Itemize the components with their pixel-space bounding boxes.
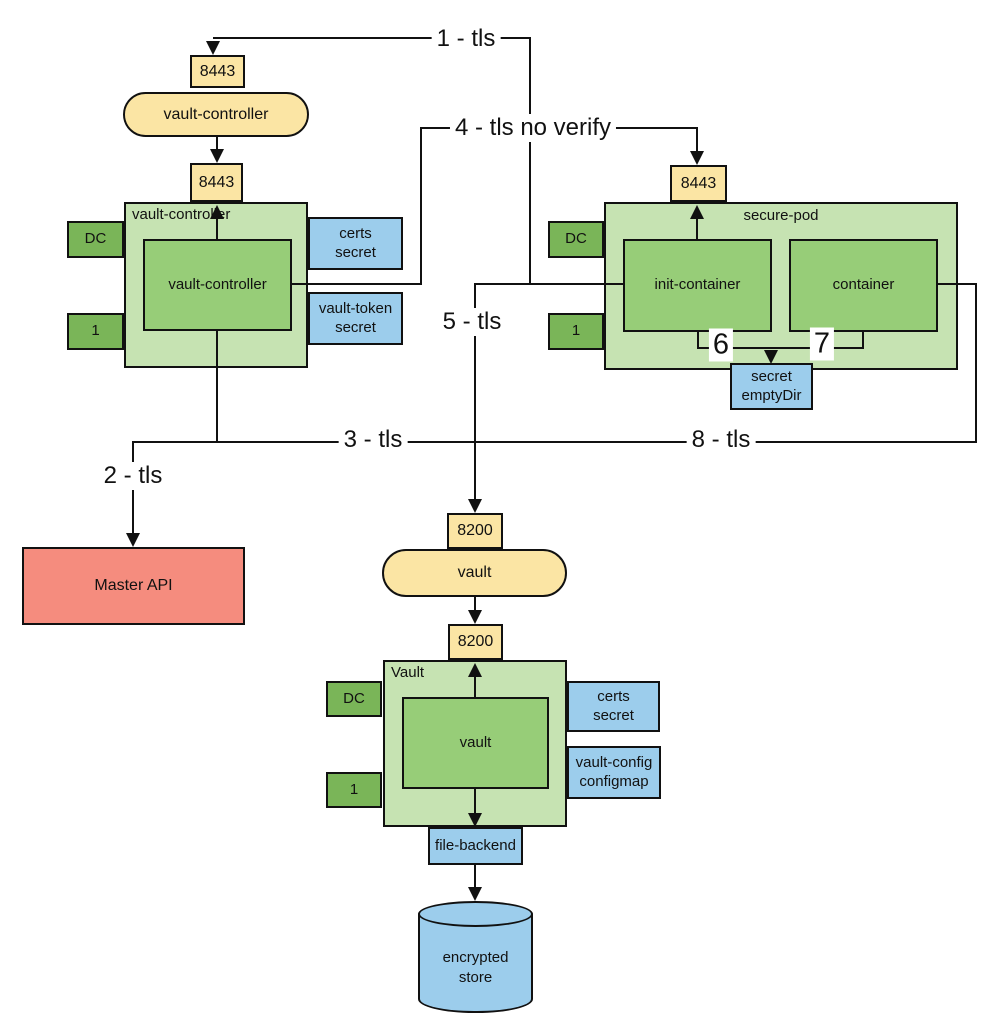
master-api: Master API bbox=[22, 547, 245, 625]
edge-1-arrowhead-icon bbox=[206, 41, 220, 55]
secure-pod-up-arrowhead-icon bbox=[690, 205, 704, 219]
edge-8-vertical-line bbox=[975, 283, 977, 443]
vc-pill-to-port-line bbox=[216, 137, 218, 151]
edge-8-label: 8 - tls bbox=[686, 426, 756, 454]
edge-1-label: 1 - tls bbox=[431, 25, 501, 53]
vc-pod-up-arrowhead-icon bbox=[210, 205, 224, 219]
edge-3-8-horizontal-line bbox=[132, 441, 977, 443]
edge-7-stub bbox=[862, 332, 864, 349]
vc-pill-to-port-arrowhead-icon bbox=[210, 149, 224, 163]
vault-to-file-backend-arrowhead-icon bbox=[468, 813, 482, 827]
edge-1-vertical-line bbox=[529, 37, 531, 285]
vault-controller-service-port-bottom: 8443 bbox=[190, 163, 243, 202]
vault-pod-up-line bbox=[474, 675, 476, 699]
secure-pod-up-line bbox=[696, 217, 698, 239]
vault-dc-tab: DC bbox=[326, 681, 382, 717]
edge-7-label: 7 bbox=[809, 327, 835, 361]
edge-4-source-line bbox=[292, 283, 422, 285]
vault-controller-service: vault-controller bbox=[123, 92, 309, 137]
vault-container: vault bbox=[402, 697, 549, 789]
vault-pod-up-arrowhead-icon bbox=[468, 663, 482, 677]
vault-controller-replica-tab: 1 bbox=[67, 313, 124, 350]
vault-controller-pod-title: vault-controller bbox=[132, 206, 231, 223]
edge-4-arrow-stub bbox=[696, 127, 698, 153]
edge-3-vault-controller-stub bbox=[216, 331, 218, 443]
edge-2-label: 2 - tls bbox=[98, 462, 168, 490]
vault-pill-to-port-arrowhead-icon bbox=[468, 610, 482, 624]
edge-5-arrowhead-icon bbox=[468, 499, 482, 513]
edge-1-5-shared-line bbox=[474, 283, 624, 285]
vault-service-port-top: 8200 bbox=[447, 513, 503, 549]
secure-pod-replica-tab: 1 bbox=[548, 313, 604, 350]
vault-pod-title: Vault bbox=[391, 664, 425, 681]
edge-2-arrowhead-icon bbox=[126, 533, 140, 547]
vault-service-port-bottom: 8200 bbox=[448, 624, 503, 660]
edge-6-stub bbox=[697, 332, 699, 349]
secret-emptydir-volume: secret emptyDir bbox=[730, 363, 813, 410]
secure-pod-title: secure-pod bbox=[743, 207, 819, 224]
edge-8-horizontal-stub bbox=[938, 283, 977, 285]
secure-pod-dc-tab: DC bbox=[548, 221, 604, 258]
encrypted-store-cylinder: encrypted store bbox=[418, 901, 533, 1013]
vault-controller-dc-tab: DC bbox=[67, 221, 124, 258]
edge-4-arrowhead-icon bbox=[690, 151, 704, 165]
edge-5-vertical-line bbox=[474, 283, 476, 501]
init-container: init-container bbox=[623, 239, 772, 332]
edge-5-label: 5 - tls bbox=[437, 308, 507, 336]
edge-6-label: 6 bbox=[708, 328, 734, 362]
file-backend-to-store-line bbox=[474, 865, 476, 889]
vault-replica-tab: 1 bbox=[326, 772, 382, 808]
vault-controller-certs-secret: certs secret bbox=[308, 217, 403, 270]
file-backend: file-backend bbox=[428, 827, 523, 865]
edge-1-horizontal-line bbox=[213, 37, 531, 39]
cylinder-top-ellipse bbox=[418, 901, 533, 927]
vault-config-configmap: vault-config configmap bbox=[567, 746, 661, 799]
vault-service: vault bbox=[382, 549, 567, 597]
secure-pod-port: 8443 bbox=[670, 165, 727, 202]
vault-controller-service-port-top: 8443 bbox=[190, 55, 245, 88]
edge-6-7-arrowhead-icon bbox=[764, 350, 778, 364]
edge-6-7-horizontal-line bbox=[697, 347, 864, 349]
vault-certs-secret: certs secret bbox=[567, 681, 660, 732]
edge-3-label: 3 - tls bbox=[338, 426, 408, 454]
encrypted-store-label: encrypted store bbox=[418, 914, 533, 1013]
app-container: container bbox=[789, 239, 938, 332]
edge-4-vertical-line bbox=[420, 127, 422, 285]
edge-4-label: 4 - tls no verify bbox=[449, 114, 617, 142]
vault-pill-to-port-line bbox=[474, 597, 476, 612]
vault-to-file-backend-line bbox=[474, 789, 476, 815]
vault-controller-container: vault-controller bbox=[143, 239, 292, 331]
file-backend-to-store-arrowhead-icon bbox=[468, 887, 482, 901]
vc-pod-up-line bbox=[216, 217, 218, 239]
vault-token-secret: vault-token secret bbox=[308, 292, 403, 345]
